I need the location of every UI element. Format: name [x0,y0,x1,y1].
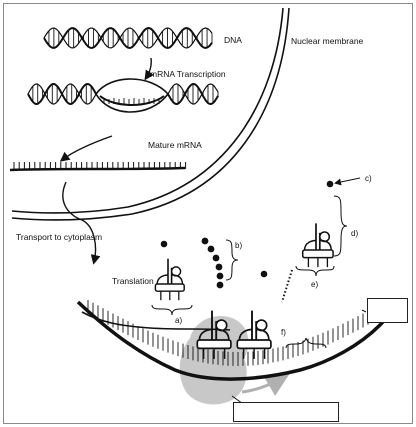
pointer-c [334,177,361,186]
bracket-e [295,265,335,277]
transcription-to-mrna-arrow [59,135,113,162]
label-a: a) [175,316,182,325]
ribosome [179,316,290,405]
trna [301,223,334,268]
transport-arrow [62,181,101,265]
label-d: d) [351,229,358,238]
label-nuclear-membrane: Nuclear membrane [291,36,364,46]
amino-acid-single-right [260,270,268,278]
label-mature-mrna: Mature mRNA [148,140,202,150]
label-translation: Translation [112,276,154,286]
mature-mrna-strand [9,162,187,172]
trna-group [154,223,334,359]
trna [236,310,272,359]
label-dna: DNA [224,35,242,45]
answer-box-h[interactable] [233,402,339,422]
dotted-approach-line [281,269,293,303]
amino-acid-single-trna-a [160,240,168,248]
label-mrna-transcription: mRNA Transcription [150,69,226,79]
dna-to-transcription-arrow [144,57,154,81]
trna [154,258,185,301]
label-c: c) [365,174,372,183]
label-transport: Transport to cytoplasm [16,232,102,242]
bracket-d [333,195,348,257]
amino-acid-chain-b [201,237,224,289]
ribosome-direction-arrow [241,373,290,396]
label-f: f) [281,328,286,337]
bracket-b [225,239,239,281]
dna-helix [43,26,213,50]
label-e: e) [311,280,318,289]
transcription-helix [27,78,219,113]
bracket-f [285,337,327,349]
nuclear-membrane [11,7,290,221]
label-b: b) [235,241,242,250]
trna [196,310,232,359]
bracket-a [151,304,193,316]
pointer-g [361,309,367,313]
amino-acid-c [326,180,334,188]
answer-box-g[interactable] [367,298,408,323]
